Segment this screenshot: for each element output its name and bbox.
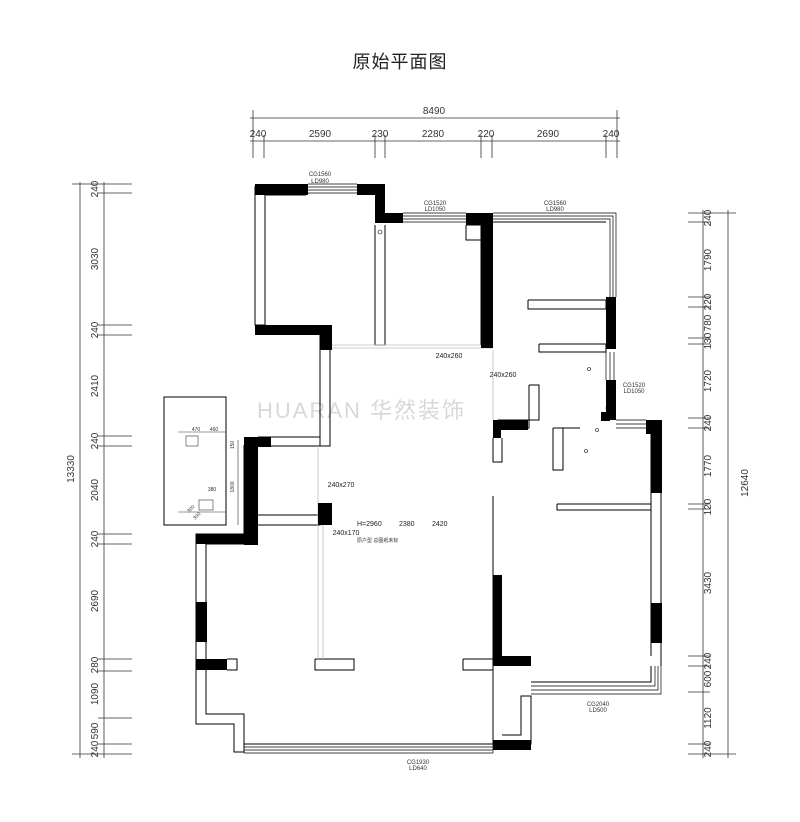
right-dim-2: 1790: [703, 248, 714, 271]
left-dim-12: 240: [90, 740, 101, 757]
inset-dim-1: 470: [192, 427, 201, 433]
right-dim-6: 1720: [703, 369, 714, 392]
window-2-code: CG1520: [424, 201, 447, 207]
top-total-dim: 8490: [423, 106, 446, 117]
top-dim-5: 220: [478, 129, 495, 140]
left-dimension-lines: [72, 182, 132, 758]
height-main: H=2960: [357, 521, 382, 528]
right-dim-10: 3430: [703, 571, 714, 594]
left-total-dim: 13330: [66, 455, 77, 483]
inset-dim-5: 380: [208, 487, 217, 493]
height-mid: 2380: [399, 521, 415, 528]
window-5-ld: LD500: [589, 708, 607, 714]
windows: [243, 183, 662, 754]
right-total-dim: 12640: [740, 469, 751, 497]
right-dim-4: 780: [703, 314, 714, 331]
opening-lines: [317, 344, 494, 659]
right-dim-9: 120: [703, 498, 714, 515]
left-dim-5: 240: [90, 432, 101, 449]
window-4-ld: LD1050: [623, 389, 645, 395]
inset-dim-7: 300: [192, 511, 202, 521]
inset-dim-3: 150: [230, 441, 236, 450]
pipes: [377, 229, 613, 453]
inset-dim-6: 300: [186, 504, 196, 514]
height-note: 原户型 总图纸未标: [357, 537, 398, 544]
beam-4-label: 240x170: [333, 530, 360, 537]
beam-1-label: 240x260: [436, 353, 463, 360]
right-dimension-lines: [688, 210, 736, 758]
top-dim-6: 2690: [537, 129, 560, 140]
top-dim-3: 230: [372, 129, 389, 140]
inset-panel: 470 460 150 1800 380 300 300: [163, 396, 239, 526]
left-dim-4: 2410: [90, 374, 101, 397]
beam-3-label: 240x270: [328, 482, 355, 489]
window-3-code: CG1560: [544, 201, 567, 207]
window-6-ld: LD640: [409, 766, 427, 772]
right-dim-14: 240: [703, 740, 714, 757]
right-dim-7: 240: [703, 414, 714, 431]
beam-2-label: 240x260: [490, 372, 517, 379]
top-dimension-lines: [250, 110, 620, 158]
left-dim-8: 2690: [90, 589, 101, 612]
window-4-code: CG1520: [623, 383, 646, 389]
left-dim-2: 3030: [90, 247, 101, 270]
window-5-code: CG2040: [587, 702, 610, 708]
inset-dim-2: 460: [210, 427, 219, 433]
left-dim-9: 280: [90, 656, 101, 673]
right-dim-11: 240: [703, 652, 714, 669]
left-dim-6: 2040: [90, 478, 101, 501]
top-dim-1: 240: [250, 129, 267, 140]
window-1-code: CG1560: [309, 172, 332, 178]
top-dim-7: 240: [603, 129, 620, 140]
inset-dim-4: 1800: [230, 481, 236, 492]
window-6-code: CG1930: [407, 760, 430, 766]
left-dim-1: 240: [90, 180, 101, 197]
height-end: 2420: [432, 521, 448, 528]
left-dim-11: 590: [90, 722, 101, 739]
thin-walls: [195, 186, 662, 753]
right-dim-5: 130: [703, 332, 714, 349]
window-1-ld: LD980: [311, 179, 329, 185]
top-dim-4: 2280: [422, 129, 445, 140]
left-dim-7: 240: [90, 530, 101, 547]
right-dim-1: 240: [703, 209, 714, 226]
right-dim-8: 1770: [703, 454, 714, 477]
structural-walls: [196, 184, 662, 750]
right-dim-12: 600: [703, 670, 714, 687]
left-dim-3: 240: [90, 321, 101, 338]
page-title: 原始平面图: [352, 52, 448, 73]
right-dim-13: 1120: [703, 707, 714, 729]
left-dim-10: 1090: [90, 682, 101, 705]
watermark: HUARAN 华然装饰: [257, 398, 466, 423]
window-3-ld: LD980: [546, 207, 564, 213]
window-2-ld: LD1050: [424, 207, 446, 213]
right-dim-3: 220: [703, 293, 714, 310]
top-dim-2: 2590: [309, 129, 332, 140]
